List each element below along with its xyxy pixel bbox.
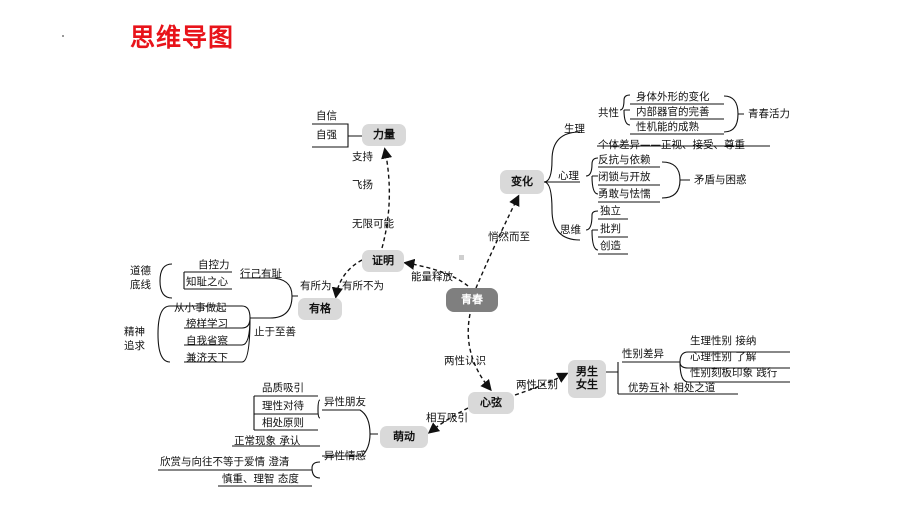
gender-complement: 优势互补 相处之道 — [628, 382, 716, 394]
change-individual: 个体差异——正视、接受、尊重 — [598, 139, 745, 151]
node-character: 有格 — [298, 298, 342, 320]
node-sprout: 萌动 — [380, 426, 428, 448]
change-psych-item: 反抗与依赖 — [598, 154, 651, 166]
sprout-friend-item: 品质吸引 — [262, 382, 304, 394]
change-psych-item: 勇敢与怯懦 — [598, 188, 651, 200]
edge-prove-character — [331, 259, 363, 299]
edge-label-gender-diff: 两性区别 — [516, 379, 558, 391]
node-prove: 证明 — [362, 250, 404, 272]
decorative-marker — [459, 255, 464, 260]
change-psych-item: 闭锁与开放 — [598, 171, 651, 183]
edge-center-prove — [403, 258, 469, 287]
node-power: 力量 — [362, 124, 406, 146]
change-psych: 心理 — [558, 170, 579, 182]
decorative-dot — [62, 35, 64, 37]
sprout-normal: 正常现象 承认 — [234, 435, 301, 447]
power-item: 自强 — [316, 129, 337, 141]
change-vitality: 青春活力 — [748, 108, 790, 120]
character-selfcontrol: 自控力 — [198, 259, 230, 271]
edge-label-support: 支持 — [352, 151, 373, 163]
character-moral-l2: 底线 — [130, 279, 151, 291]
change-thinking-item: 批判 — [600, 223, 621, 235]
edge-label-energy: 能量释放 — [411, 271, 453, 283]
character-shame: 知耻之心 — [186, 276, 228, 288]
change-physio: 生理 — [564, 123, 585, 135]
gender-diff-item: 性别刻板印象 践行 — [690, 367, 778, 379]
sprout-emotion: 异性情感 — [324, 450, 366, 462]
sprout-emotion-item: 欣赏与向往不等于爱情 澄清 — [160, 456, 290, 468]
change-common: 共性 — [598, 107, 619, 119]
center-node-youth: 青春 — [446, 288, 498, 312]
node-heart: 心弦 — [468, 392, 514, 414]
edge-label-quiet: 悄然而至 — [488, 231, 530, 243]
character-spirit-item: 榜样学习 — [186, 318, 228, 330]
gender-diff-item: 心理性别 了解 — [690, 351, 757, 363]
node-change: 变化 — [500, 170, 544, 194]
character-goodness: 止于至善 — [254, 326, 296, 338]
edge-label-fly: 飞扬 — [352, 179, 373, 191]
character-conduct: 行己有耻 — [240, 268, 282, 280]
edge-center-heart — [467, 313, 492, 392]
sprout-friend: 异性朋友 — [324, 396, 366, 408]
sprout-emotion-item: 慎重、理智 态度 — [222, 473, 299, 485]
gender-diff-item: 生理性别 接纳 — [690, 335, 757, 347]
edge-prove-power — [381, 147, 393, 249]
change-conflict: 矛盾与困惑 — [694, 174, 747, 186]
character-spirit-l1: 精神 — [124, 326, 145, 338]
change-common-item: 内部器官的完善 — [636, 106, 710, 118]
sprout-friend-item: 理性对待 — [262, 400, 304, 412]
node-gender: 男生 女生 — [568, 360, 606, 398]
edge-label-gender-know: 两性认识 — [444, 355, 486, 367]
edge-label-do-dont: 有所为，有所不为 — [300, 280, 384, 292]
character-spirit-item: 从小事做起 — [174, 302, 227, 314]
edge-label-attract: 相互吸引 — [426, 412, 468, 424]
gender-label-male: 男生 — [576, 365, 598, 379]
sprout-friend-item: 相处原则 — [262, 417, 304, 429]
character-spirit-item: 兼济天下 — [186, 352, 228, 364]
edge-heart-gender — [514, 372, 569, 396]
character-spirit-l2: 追求 — [124, 340, 145, 352]
change-thinking: 思维 — [560, 224, 581, 236]
change-thinking-item: 创造 — [600, 240, 621, 252]
change-common-item: 身体外形的变化 — [636, 91, 710, 103]
change-thinking-item: 独立 — [600, 205, 621, 217]
edge-heart-sprout — [427, 407, 469, 434]
power-item: 自信 — [316, 110, 337, 122]
change-common-item: 性机能的成熟 — [636, 121, 699, 133]
edge-center-change — [475, 194, 520, 289]
character-spirit-item: 自我省察 — [186, 335, 228, 347]
edge-label-infinite: 无限可能 — [352, 218, 394, 230]
page-title: 思维导图 — [130, 23, 235, 52]
gender-diff: 性别差异 — [622, 348, 664, 360]
gender-label-female: 女生 — [576, 378, 598, 391]
character-moral-l1: 道德 — [130, 265, 151, 277]
